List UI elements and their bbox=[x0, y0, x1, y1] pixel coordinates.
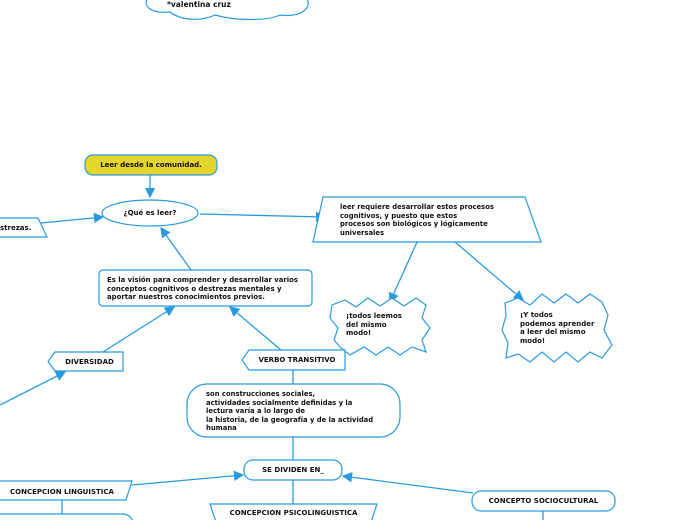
question-node[interactable]: ¿Qué es leer? bbox=[123, 209, 177, 217]
linguistic-child-shape bbox=[0, 513, 133, 520]
connector bbox=[40, 212, 105, 224]
starburst-shape bbox=[329, 297, 431, 356]
root-node-shape bbox=[84, 154, 218, 176]
diversity-node[interactable]: DIVERSIDAD bbox=[65, 358, 114, 366]
sociocultural-node[interactable]: CONCEPTO SOCIOCULTURAL bbox=[488, 497, 599, 505]
verb-node-shape bbox=[241, 349, 346, 371]
divided-node[interactable]: SE DIVIDEN EN_ bbox=[262, 466, 324, 474]
question-node-shape bbox=[101, 199, 199, 227]
connector bbox=[0, 371, 67, 406]
left-partial-shape bbox=[0, 217, 48, 238]
connector bbox=[229, 306, 282, 351]
verb-node[interactable]: VERBO TRANSITIVO bbox=[258, 356, 336, 364]
connector bbox=[160, 226, 192, 271]
requires-node[interactable]: leer requiere desarrollar estos procesos… bbox=[340, 203, 494, 237]
author-label: *valentina cruz bbox=[167, 0, 231, 9]
constructions-node[interactable]: son construcciones sociales, actividades… bbox=[206, 390, 374, 433]
all-read-node[interactable]: ¡todos leemos del mismo modo! bbox=[346, 312, 402, 338]
left-partial-node[interactable]: strezas. bbox=[0, 224, 32, 232]
author-cloud bbox=[145, 0, 309, 21]
psycholinguistic-node-shape bbox=[209, 503, 378, 520]
vision-node-shape bbox=[98, 269, 313, 307]
sociocultural-node-shape bbox=[471, 490, 616, 512]
linguistic-node-shape bbox=[0, 480, 133, 501]
connector bbox=[199, 211, 327, 222]
diversity-node-shape bbox=[47, 351, 124, 372]
psycholinguistic-node[interactable]: CONCEPCION PSICOLINGUISTICA bbox=[229, 509, 358, 517]
connector bbox=[102, 306, 176, 353]
linguistic-node[interactable]: CONCEPCION LINGUISTICA bbox=[10, 488, 114, 496]
connector bbox=[341, 472, 474, 494]
all-learn-node[interactable]: ¡Y todos podemos aprender a leer del mis… bbox=[520, 311, 595, 345]
vision-node[interactable]: Es la visión para comprender y desarroll… bbox=[107, 276, 298, 302]
requires-node-shape bbox=[312, 196, 542, 243]
connector bbox=[454, 241, 524, 301]
divided-node-shape bbox=[243, 459, 343, 481]
starburst-shape bbox=[501, 293, 613, 363]
root-node[interactable]: Leer desde la comunidad. bbox=[100, 161, 202, 169]
connector bbox=[388, 241, 418, 304]
connector bbox=[131, 470, 245, 486]
constructions-node-shape bbox=[186, 383, 401, 438]
